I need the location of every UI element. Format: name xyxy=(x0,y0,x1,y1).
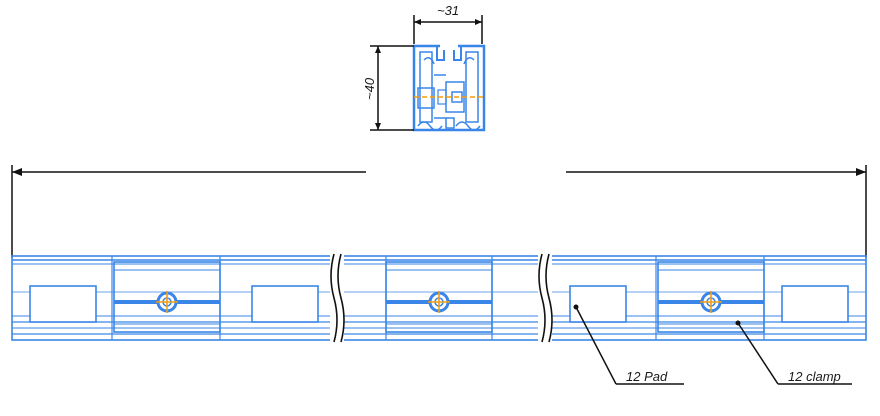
pad-callout-label: 12 Pad xyxy=(626,369,668,384)
width-label: ~31 xyxy=(437,3,459,18)
profile-cross-section xyxy=(412,44,486,132)
clamp-marker xyxy=(428,291,450,313)
clamp-callout-label: 12 clamp xyxy=(788,369,841,384)
length-dimension xyxy=(11,165,867,258)
pad-leader xyxy=(573,304,684,385)
height-dimension xyxy=(370,45,414,131)
height-label: ~40 xyxy=(362,77,377,100)
break-mark-left xyxy=(330,253,345,343)
width-dimension xyxy=(413,15,483,44)
break-mark-right xyxy=(538,253,553,343)
clamp-marker xyxy=(156,291,178,313)
clamp-marker xyxy=(700,291,722,313)
clamp-leader xyxy=(735,320,852,385)
